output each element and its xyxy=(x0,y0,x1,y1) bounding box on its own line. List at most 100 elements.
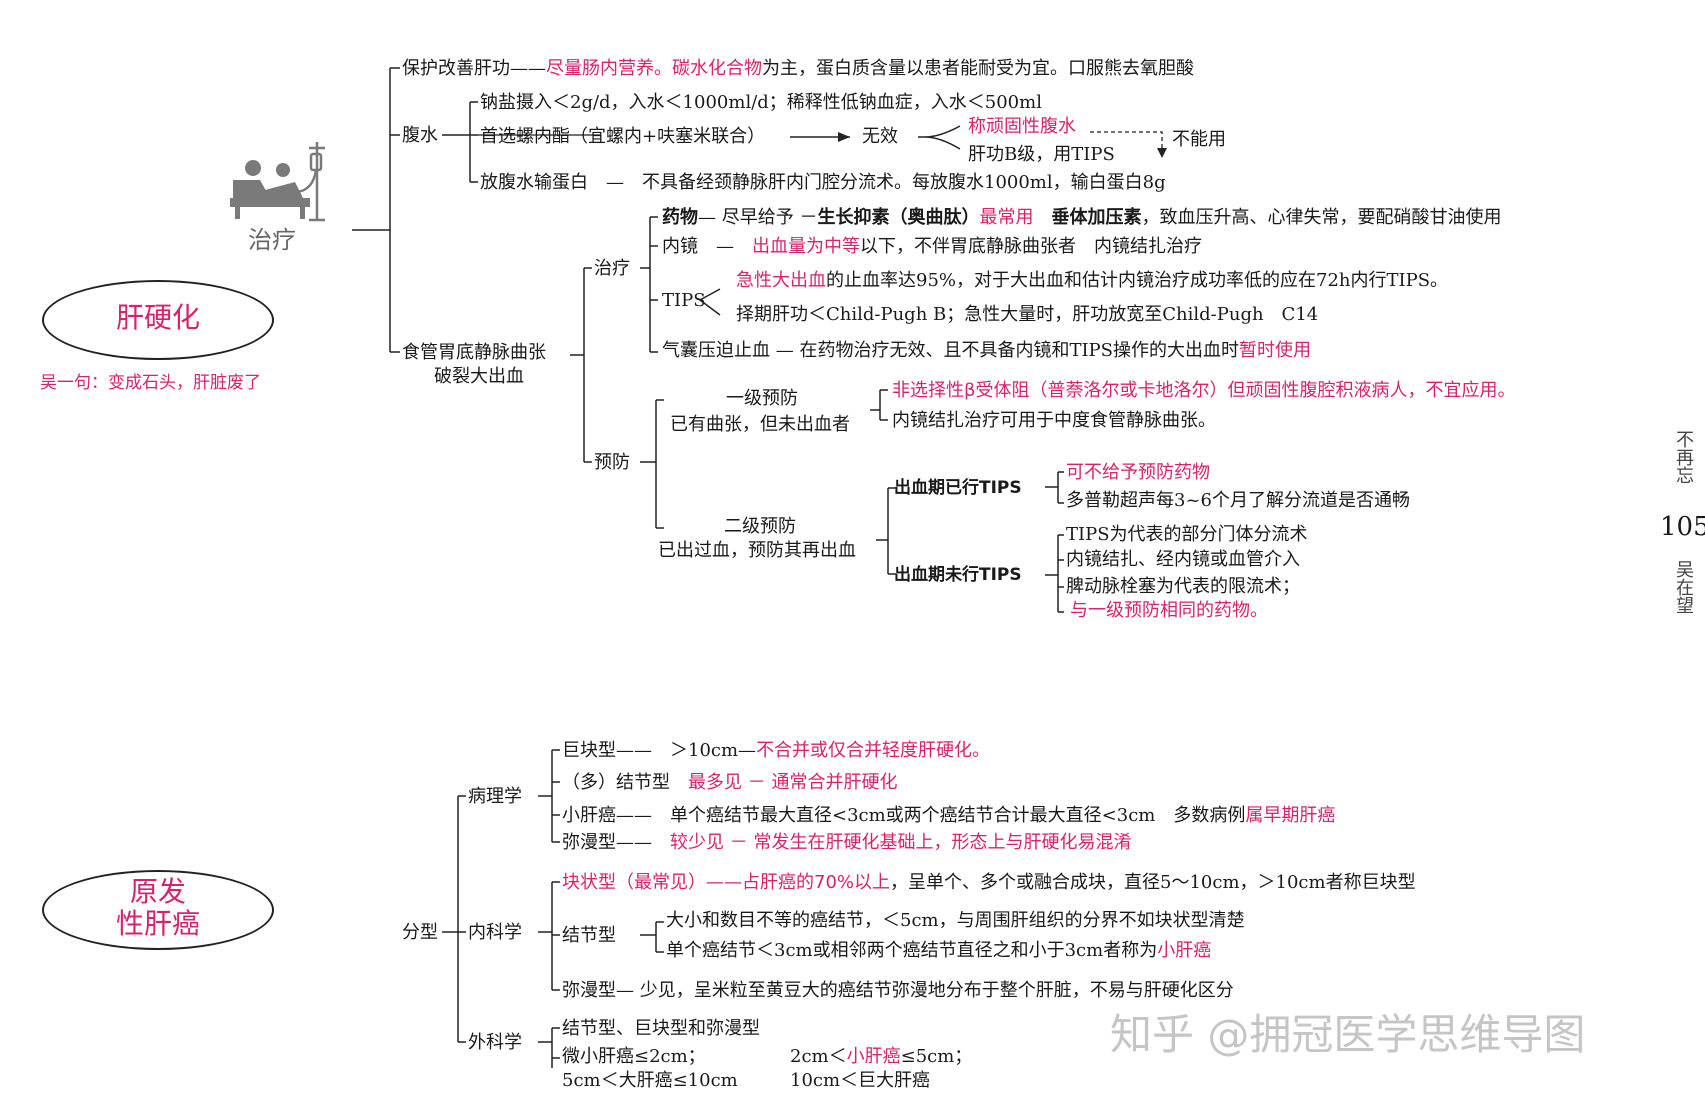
nodular-row: （多）结节型 最多见 － 通常合并肝硬化 xyxy=(562,772,897,794)
liver-b-tips: 肝功B级，用TIPS xyxy=(968,144,1115,165)
massive-row: 巨块型—— ＞10cm—不合并或仅合并轻度肝硬化。 xyxy=(562,740,990,762)
protect-dash: —— xyxy=(510,58,546,79)
surgery-label: 外科学 xyxy=(468,1032,522,1053)
massive-mid: —— ＞10cm— xyxy=(616,740,757,761)
paracentesis-label: 放腹水输蛋白 xyxy=(480,172,588,193)
nod-b: 单个癌结节＜3cm或相邻两个癌结节直径之和小于3cm者称为 xyxy=(666,940,1158,961)
paracentesis-dash: — xyxy=(588,172,642,193)
small-label: 小肝癌 xyxy=(562,805,616,826)
done-b: 多普勒超声每3~6个月了解分流道是否通畅 xyxy=(1066,490,1410,511)
tips-pink: 急性大出血 xyxy=(736,270,826,291)
small-text: —— 单个癌结节最大直径<3cm或两个癌结节合计最大直径<3cm 多数病例 xyxy=(616,805,1246,826)
diuretic-choice: 首选螺内酯（宜螺内+呋塞米联合） xyxy=(480,126,766,147)
prevent-label: 预防 xyxy=(594,452,630,473)
treatment-label: 治疗 xyxy=(248,226,296,254)
tips-label: TIPS xyxy=(662,290,706,311)
block-rest: ，呈单个、多个或融合成块，直径5～10cm，＞10cm者称巨块型 xyxy=(890,872,1416,893)
block-pink: 块状型（最常见）——占肝癌的70%以上 xyxy=(562,872,891,893)
page-number: 105 xyxy=(1660,512,1705,542)
surg-e: 10cm＜巨大肝癌 xyxy=(790,1070,931,1091)
massive-pink: 不合并或仅合并轻度肝硬化。 xyxy=(756,740,991,761)
tips-rest: 的止血率达95%，对于大出血和估计内镜治疗成功率低的应在72h内行TIPS。 xyxy=(826,270,1449,291)
endoscopy-pink: 出血量为中等 xyxy=(752,236,860,257)
endoscopy-row: 内镜 — 出血量为中等以下，不伴胃底静脉曲张者 内镜结扎治疗 xyxy=(662,236,1202,257)
drug-somatostatin: 生长抑素（奥曲肽） xyxy=(817,207,980,228)
nd-a: TIPS为代表的部分门体分流术 xyxy=(1066,524,1308,545)
protect-rest: 为主，蛋白质含量以患者能耐受为宜。口服熊去氧胆酸 xyxy=(762,58,1194,79)
small-pink: 属早期肝癌 xyxy=(1245,805,1336,826)
paracentesis-row: 放腹水输蛋白 — 不具备经颈静脉肝内门腔分流术。每放腹水1000ml，输白蛋白8… xyxy=(480,172,1166,194)
diffuse-row: 弥漫型—— 较少见 － 常发生在肝硬化基础上，形态上与肝硬化易混淆 xyxy=(562,832,1131,854)
nod-a: 大小和数目不等的癌结节，＜5cm，与周围肝组织的分界不如块状型清楚 xyxy=(666,910,1245,931)
tips-row-1: 急性大出血的止血率达95%，对于大出血和估计内镜治疗成功率低的应在72h内行TI… xyxy=(736,270,1448,292)
drug-common: 最常用 xyxy=(979,207,1034,228)
nod-b-row: 单个癌结节＜3cm或相邻两个癌结节直径之和小于3cm者称为小肝癌 xyxy=(666,940,1211,962)
bleeding-label-1: 食管胃底静脉曲张 xyxy=(402,342,546,363)
surg-c-row: 2cm＜小肝癌≤5cm； xyxy=(790,1046,972,1068)
small-row: 小肝癌—— 单个癌结节最大直径<3cm或两个癌结节合计最大直径<3cm 多数病例… xyxy=(562,805,1335,827)
tips-row-2: 择期肝功＜Child-Pugh B；急性大量时，肝功放宽至Child-Pugh … xyxy=(736,304,1319,325)
paracentesis-text: 不具备经颈静脉肝内门腔分流术。每放腹水1000ml，输白蛋白8g xyxy=(642,172,1166,193)
balloon-row: 气囊压迫止血 — 在药物治疗无效、且不具备内镜和TIPS操作的大出血时暂时使用 xyxy=(662,340,1311,362)
primary-prevention-2: 已有曲张，但未出血者 xyxy=(670,414,850,435)
surg-b: 微小肝癌≤2cm； xyxy=(562,1046,706,1067)
endoscopy-label: 内镜 xyxy=(662,236,698,257)
diffuse-mid: —— xyxy=(616,832,652,853)
block-row: 块状型（最常见）——占肝癌的70%以上，呈单个、多个或融合成块，直径5～10cm… xyxy=(562,872,1416,894)
salt-intake: 钠盐摄入＜2g/d，入水＜1000ml/d；稀释性低钠血症，入水＜500ml xyxy=(480,92,1042,113)
protect-liver-row: 保护改善肝功——尽量肠内营养。碳水化合物为主，蛋白质含量以患者能耐受为宜。口服熊… xyxy=(402,58,1194,80)
hcc-title-1: 原发 xyxy=(129,875,186,908)
drug-row: 药物— 尽早给予 －生长抑素（奥曲肽）最常用 垂体加压素，致血压升高、心律失常，… xyxy=(662,207,1501,229)
secondary-prevention-1: 二级预防 xyxy=(724,516,796,537)
refractory-ascites: 称顽固性腹水 xyxy=(968,116,1076,137)
med-diffuse-text: — 少见，呈米粒至黄豆大的癌结节弥漫地分布于整个肝脏，不易与肝硬化区分 xyxy=(616,980,1234,1001)
primary-prevention-1: 一级预防 xyxy=(726,388,798,409)
med-diffuse-label: 弥漫型 xyxy=(562,980,616,1001)
bleeding-label-2: 破裂大出血 xyxy=(434,366,524,387)
surg-c-pre: 2cm＜ xyxy=(790,1046,847,1067)
med-diffuse-row: 弥漫型— 少见，呈米粒至黄豆大的癌结节弥漫地分布于整个肝脏，不易与肝硬化区分 xyxy=(562,980,1234,1002)
cannot-use: 不能用 xyxy=(1172,129,1226,150)
patient-bed-iv-icon xyxy=(230,142,325,222)
medicine-label: 内科学 xyxy=(468,922,522,943)
class-label: 分型 xyxy=(402,922,438,943)
side-top: 不再忘 xyxy=(1673,430,1694,484)
bleeding-treat-label: 治疗 xyxy=(594,258,630,279)
nd-b: 内镜结扎、经内镜或血管介入 xyxy=(1066,549,1300,570)
diffuse-label: 弥漫型 xyxy=(562,832,616,853)
surg-a: 结节型、巨块型和弥漫型 xyxy=(562,1018,760,1039)
drug-label: 药物 xyxy=(662,207,698,228)
drug-mid: — 尽早给予 － xyxy=(698,207,818,228)
endoscopy-rest: 以下，不伴胃底静脉曲张者 内镜结扎治疗 xyxy=(860,236,1202,257)
protect-label: 保护改善肝功 xyxy=(402,58,510,79)
diffuse-pink: 较少见 － 常发生在肝硬化基础上，形态上与肝硬化易混淆 xyxy=(670,832,1132,853)
balloon-pink: 暂时使用 xyxy=(1239,340,1311,361)
ineffective: 无效 xyxy=(862,126,898,147)
cirrhosis-title: 肝硬化 xyxy=(115,301,200,334)
surg-c-post: ≤5cm； xyxy=(900,1046,973,1067)
drug-vasopressin: 垂体加压素 xyxy=(1051,207,1142,228)
ascites-label: 腹水 xyxy=(402,125,438,146)
drug-rest: ，致血压升高、心律失常，要配硝酸甘油使用 xyxy=(1141,207,1502,228)
surg-c-pink: 小肝癌 xyxy=(846,1046,901,1067)
done-tips-label: 出血期已行TIPS xyxy=(894,478,1022,498)
hcc-title-2: 性肝癌 xyxy=(115,907,200,940)
surg-d: 5cm＜大肝癌≤10cm xyxy=(562,1070,738,1091)
nd-d: 与一级预防相同的药物。 xyxy=(1070,600,1268,621)
massive-label: 巨块型 xyxy=(562,740,616,761)
cirrhosis-title-oval xyxy=(42,280,274,360)
secondary-prevention-2: 已出过血，预防其再出血 xyxy=(658,540,856,561)
pathology-label: 病理学 xyxy=(468,786,522,807)
cirrhosis-motto: 吴一句：变成石头，肝脏废了 xyxy=(40,373,261,393)
balloon-text: 气囊压迫止血 — 在药物治疗无效、且不具备内镜和TIPS操作的大出血时 xyxy=(662,340,1239,361)
side-bottom: 吴在望 xyxy=(1673,560,1694,614)
nodular-label: （多）结节型 xyxy=(562,772,670,793)
notdone-tips-label: 出血期未行TIPS xyxy=(894,565,1022,585)
primary-a: 非选择性β受体阻（普萘洛尔或卡地洛尔）但顽固性腹腔积液病人，不宜应用。 xyxy=(892,380,1516,401)
nd-c: 脾动脉栓塞为代表的限流术； xyxy=(1066,576,1300,597)
nod-label: 结节型 xyxy=(562,925,616,946)
primary-b: 内镜结扎治疗可用于中度食管静脉曲张。 xyxy=(892,410,1216,431)
hcc-title-oval xyxy=(42,870,274,950)
watermark: 知乎 @拥冠医学思维导图 xyxy=(1110,1010,1586,1059)
